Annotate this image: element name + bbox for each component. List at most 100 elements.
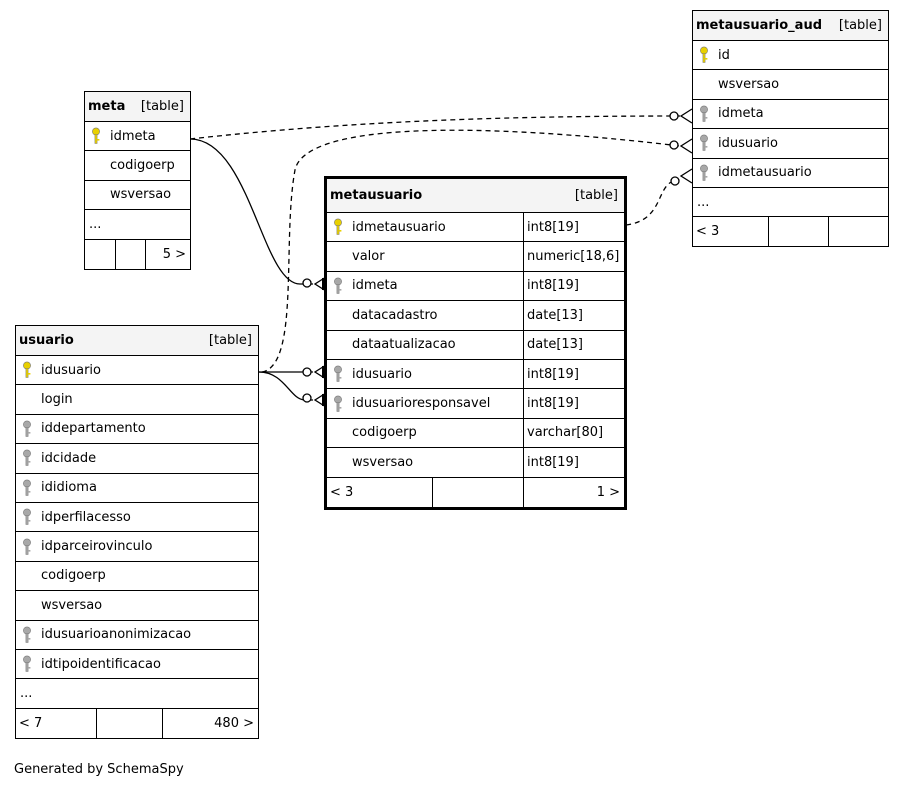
column-name-cell: idmetausuario [327, 213, 523, 241]
column-row[interactable]: wsversao [16, 591, 258, 621]
table-header: usuario [table] [16, 326, 258, 356]
column-row[interactable]: wsversao int8[19] [327, 448, 624, 478]
column-row[interactable]: wsversao [693, 70, 888, 100]
column-row[interactable]: idparceirovinculo [16, 532, 258, 562]
column-type: int8[19] [523, 213, 624, 242]
column-name: idmetausuario [718, 165, 812, 181]
column-row[interactable]: id [693, 41, 888, 71]
footer-middle [432, 477, 523, 507]
column-name-cell: idperfilacesso [16, 503, 258, 531]
column-name: idmeta [718, 106, 764, 122]
column-row[interactable]: idusuario [16, 356, 258, 386]
edge-end-circle [302, 367, 312, 377]
edge-end-circle [669, 140, 679, 150]
column-row[interactable]: idtipoidentificacao [16, 650, 258, 680]
foreign-key-icon [331, 365, 345, 383]
column-name: idusuario [352, 366, 412, 382]
foreign-key-icon [20, 626, 34, 644]
column-row[interactable]: codigoerp [85, 151, 190, 181]
column-name-cell: wsversao [327, 448, 523, 476]
column-row[interactable]: login [16, 385, 258, 415]
column-name: codigoerp [41, 568, 106, 584]
column-name-cell: login [16, 385, 258, 413]
column-name: iddepartamento [41, 421, 146, 437]
table-header: metausuario [table] [327, 179, 624, 213]
footer-children [828, 217, 888, 247]
column-type: int8[19] [523, 448, 624, 477]
ellipsis: ... [89, 216, 102, 232]
edge-metausuario-aud [625, 179, 677, 226]
ellipsis: ... [20, 685, 33, 701]
column-name-cell: idmeta [85, 122, 190, 150]
column-name-cell: id [693, 41, 888, 69]
column-row[interactable]: wsversao [85, 181, 190, 211]
column-row[interactable]: idcidade [16, 444, 258, 474]
column-name-cell: idparceirovinculo [16, 532, 258, 560]
edge-end-circle [670, 176, 680, 186]
table-footer: < 3 [693, 217, 888, 247]
table-kind: [table] [140, 99, 184, 114]
column-name-cell: ididioma [16, 474, 258, 502]
column-row[interactable]: idusuario [693, 129, 888, 159]
column-row[interactable]: idmeta [85, 122, 190, 152]
column-name-cell: idusuario [327, 360, 523, 388]
footer-middle [768, 217, 828, 247]
foreign-key-icon [20, 479, 34, 497]
generated-by-text: Generated by SchemaSpy [14, 762, 184, 777]
column-row[interactable]: idperfilacesso [16, 503, 258, 533]
column-name: codigoerp [110, 158, 175, 174]
column-type: numeric[18,6] [523, 242, 624, 271]
table-kind: [table] [574, 188, 618, 203]
table-name: metausuario [330, 188, 423, 203]
column-name-cell: idusuarioanonimizacao [16, 621, 258, 649]
column-name-cell: wsversao [85, 181, 190, 209]
primary-key-icon [20, 361, 34, 379]
ellipsis: ... [697, 194, 710, 210]
footer-children: 5 > [145, 239, 190, 269]
column-row[interactable]: idmetausuario [693, 159, 888, 188]
primary-key-icon [331, 218, 345, 236]
column-name: idcidade [41, 450, 97, 466]
edge-crowfoot [679, 138, 693, 154]
column-name-cell: idtipoidentificacao [16, 650, 258, 678]
column-row[interactable]: codigoerp [16, 562, 258, 592]
column-row[interactable]: iddepartamento [16, 415, 258, 445]
column-name: wsversao [110, 187, 172, 203]
footer-parents: < 3 [330, 484, 354, 500]
column-type: int8[19] [523, 389, 624, 418]
column-name: wsversao [41, 597, 103, 613]
foreign-key-icon [697, 134, 711, 152]
primary-key-icon [697, 46, 711, 64]
column-name: idmeta [352, 278, 398, 294]
footer-children: 480 > [162, 708, 258, 738]
column-name: idusuario [718, 135, 778, 151]
column-name-cell: codigoerp [327, 419, 523, 447]
column-name: idperfilacesso [41, 509, 131, 525]
column-name-cell: wsversao [693, 70, 888, 98]
edge-crowfoot [679, 168, 693, 184]
column-row[interactable]: ididioma [16, 474, 258, 503]
column-row[interactable]: idusuarioanonimizacao [16, 621, 258, 650]
foreign-key-icon [20, 508, 34, 526]
footer-parents: < 3 [696, 224, 720, 240]
foreign-key-icon [331, 395, 345, 413]
column-name: idusuarioanonimizacao [41, 627, 192, 643]
ellipsis-row: ... [85, 210, 190, 240]
column-row[interactable]: idmeta [693, 100, 888, 130]
column-name-cell: datacadastro [327, 301, 523, 329]
footer-parents [85, 240, 115, 269]
table-kind: [table] [838, 18, 882, 33]
column-name: wsversao [352, 454, 414, 470]
